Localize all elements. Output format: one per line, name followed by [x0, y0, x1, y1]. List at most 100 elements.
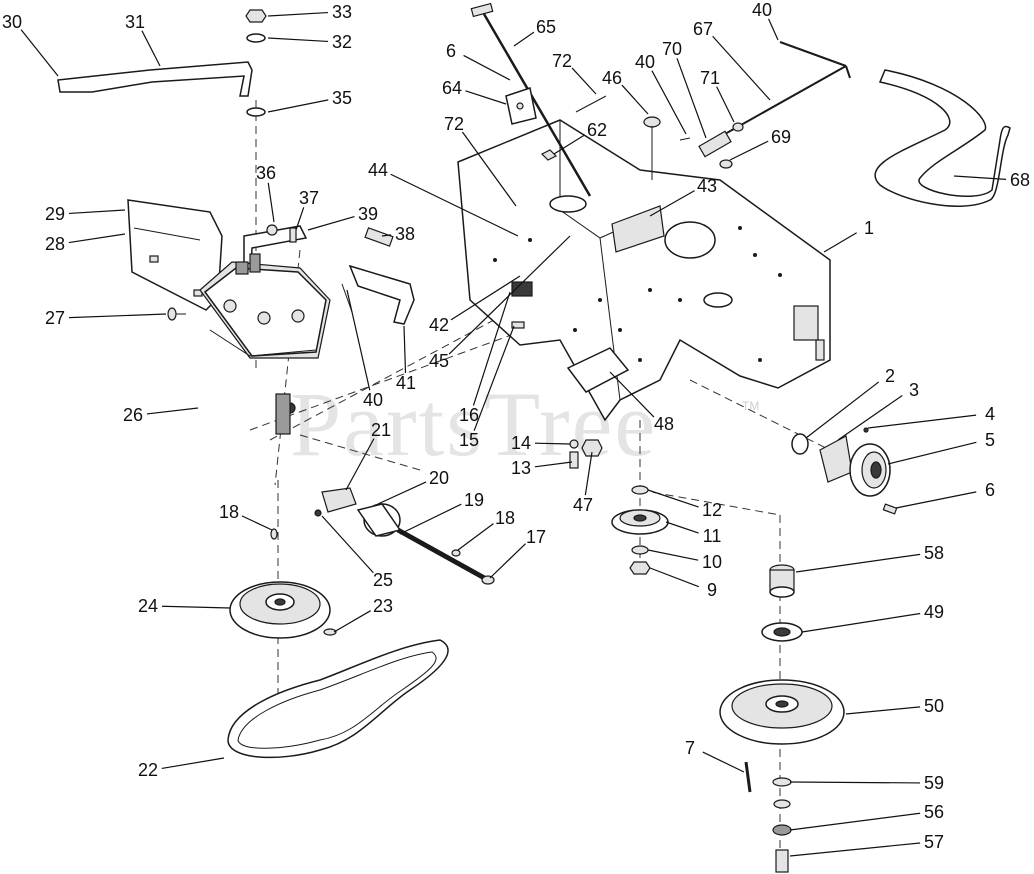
callout-label-3[interactable]: 3: [909, 380, 919, 400]
callout-leader-line: [68, 209, 126, 215]
callout-leader-line: [267, 182, 275, 223]
callout-label-40[interactable]: 40: [752, 0, 772, 20]
callout-label-20[interactable]: 20: [429, 468, 449, 488]
callout-leader-line: [267, 37, 329, 43]
callout-label-27[interactable]: 27: [45, 308, 65, 328]
callout-label-49[interactable]: 49: [924, 602, 944, 622]
callout-label-65[interactable]: 65: [536, 17, 556, 37]
callout-label-56[interactable]: 56: [924, 802, 944, 822]
callout-label-39[interactable]: 39: [358, 204, 378, 224]
callout-label-45[interactable]: 45: [429, 351, 449, 371]
callout-leader-line: [399, 503, 462, 535]
callout-label-40[interactable]: 40: [635, 52, 655, 72]
callout-label-6[interactable]: 6: [446, 41, 456, 61]
callout-label-70[interactable]: 70: [662, 39, 682, 59]
callout-label-18[interactable]: 18: [219, 502, 239, 522]
callout-label-35[interactable]: 35: [332, 88, 352, 108]
callout-leader-line: [161, 605, 231, 609]
callout-label-42[interactable]: 42: [429, 315, 449, 335]
callout-label-57[interactable]: 57: [924, 832, 944, 852]
callout-leader-line: [789, 781, 921, 784]
callout-label-43[interactable]: 43: [697, 176, 717, 196]
callout-leader-line: [676, 58, 707, 139]
callout-label-46[interactable]: 46: [602, 68, 622, 88]
part-27-screw: [167, 307, 186, 321]
callout-label-25[interactable]: 25: [373, 570, 393, 590]
callout-label-24[interactable]: 24: [138, 596, 158, 616]
callout-label-59[interactable]: 59: [924, 773, 944, 793]
callout-leader-line: [801, 612, 921, 633]
pulley-assembly-2-6: [791, 427, 898, 515]
part-65-control-rod: [470, 2, 592, 197]
callout-label-68[interactable]: 68: [1010, 170, 1030, 190]
callout-label-21[interactable]: 21: [371, 420, 391, 440]
callout-label-7[interactable]: 7: [685, 738, 695, 758]
callout-label-72[interactable]: 72: [444, 114, 464, 134]
callout-label-32[interactable]: 32: [332, 32, 352, 52]
callout-label-11[interactable]: 11: [703, 526, 722, 546]
callout-label-14[interactable]: 14: [511, 433, 531, 453]
callout-leader-line: [895, 491, 977, 509]
callout-label-1[interactable]: 1: [864, 218, 874, 238]
callout-leader-line: [795, 553, 921, 573]
callout-label-64[interactable]: 64: [442, 78, 462, 98]
callout-label-36[interactable]: 36: [256, 163, 276, 183]
callout-leader-line: [346, 289, 371, 391]
callout-leader-line: [837, 395, 903, 441]
callout-label-31[interactable]: 31: [125, 12, 145, 32]
callout-label-50[interactable]: 50: [924, 696, 944, 716]
callout-label-6[interactable]: 6: [985, 480, 995, 500]
callout-leader-line: [513, 31, 535, 47]
part-22-belt: [227, 639, 449, 759]
callout-label-9[interactable]: 9: [707, 580, 717, 600]
callout-leader-line: [489, 543, 526, 579]
callout-label-19[interactable]: 19: [464, 490, 484, 510]
callout-label-48[interactable]: 48: [654, 414, 674, 434]
callout-leader-line: [473, 325, 515, 431]
callout-label-62[interactable]: 62: [587, 120, 607, 140]
callout-label-28[interactable]: 28: [45, 234, 65, 254]
callout-leader-line: [461, 131, 517, 207]
callout-label-37[interactable]: 37: [299, 188, 319, 208]
watermark-trademark: TM: [742, 399, 759, 413]
callout-leader-line: [553, 134, 586, 155]
callout-leader-line: [609, 371, 655, 418]
callout-leader-line: [665, 521, 699, 534]
callout-label-4[interactable]: 4: [985, 404, 995, 424]
callout-label-40[interactable]: 40: [363, 390, 383, 410]
callout-label-69[interactable]: 69: [771, 127, 791, 147]
callout-label-67[interactable]: 67: [693, 19, 713, 39]
callout-label-13[interactable]: 13: [511, 458, 531, 478]
callout-label-38[interactable]: 38: [395, 224, 415, 244]
callout-label-15[interactable]: 15: [459, 430, 479, 450]
callout-label-47[interactable]: 47: [573, 495, 593, 515]
callout-label-33[interactable]: 33: [332, 2, 352, 22]
callout-label-16[interactable]: 16: [459, 405, 479, 425]
callout-label-22[interactable]: 22: [138, 760, 158, 780]
part-41-link-arm: [341, 227, 415, 325]
callout-label-2[interactable]: 2: [885, 366, 895, 386]
callout-label-44[interactable]: 44: [368, 160, 388, 180]
callout-label-58[interactable]: 58: [924, 543, 944, 563]
callout-label-30[interactable]: 30: [2, 12, 22, 32]
callout-leader-line: [823, 232, 857, 253]
callout-label-41[interactable]: 41: [396, 373, 416, 393]
callout-leader-line: [584, 451, 593, 496]
callout-label-18[interactable]: 18: [495, 508, 515, 528]
callout-leader-line: [953, 175, 1007, 180]
pulley-stack-49-57: [719, 564, 845, 873]
callout-label-72[interactable]: 72: [552, 51, 572, 71]
callout-label-29[interactable]: 29: [45, 204, 65, 224]
callout-leader-line: [789, 812, 921, 831]
callout-label-5[interactable]: 5: [985, 430, 995, 450]
callout-label-17[interactable]: 17: [526, 527, 546, 547]
callout-label-26[interactable]: 26: [123, 405, 143, 425]
callout-leader-line: [649, 567, 700, 588]
callout-label-23[interactable]: 23: [373, 596, 393, 616]
callout-leader-line: [534, 461, 573, 468]
callout-label-10[interactable]: 10: [702, 552, 722, 572]
callout-leader-line: [465, 90, 507, 105]
callout-label-12[interactable]: 12: [702, 500, 722, 520]
callout-label-71[interactable]: 71: [700, 68, 720, 88]
hardware-upper-right: [540, 95, 744, 180]
